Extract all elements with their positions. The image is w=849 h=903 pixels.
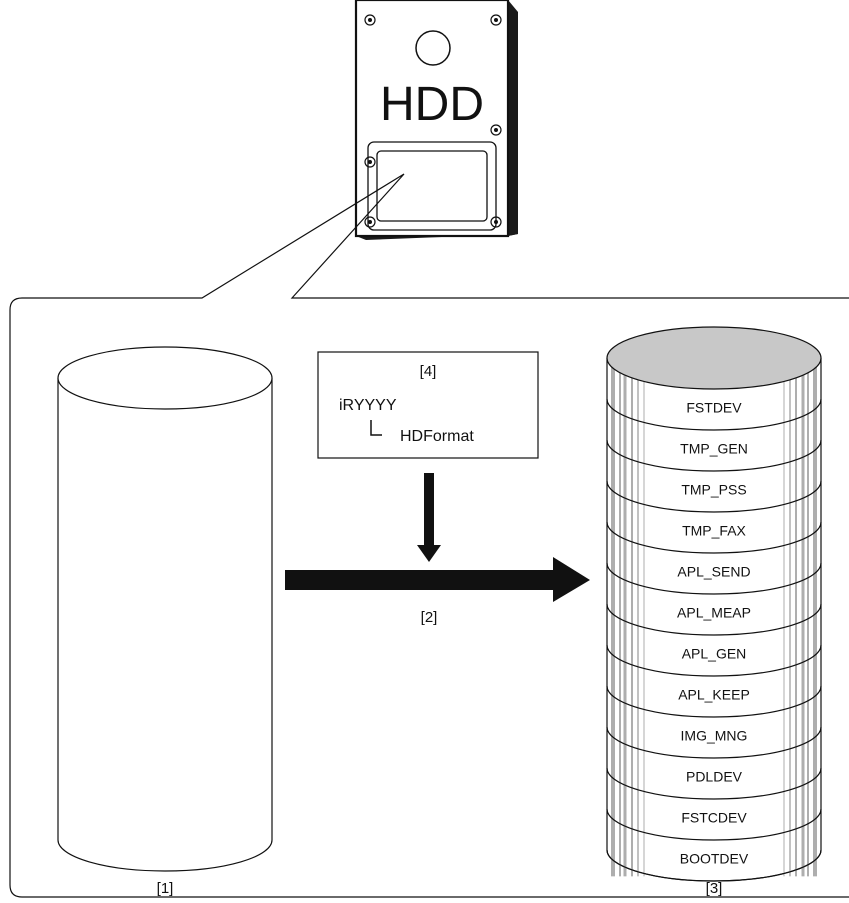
partition-label-bg <box>668 847 760 870</box>
partition-label: TMP_FAX <box>682 523 746 539</box>
partition-label: APL_MEAP <box>677 605 751 621</box>
partition-label: PDLDEV <box>686 769 743 785</box>
partition-label: FSTDEV <box>686 400 742 416</box>
down-arrow <box>417 473 441 562</box>
partition-label: TMP_GEN <box>680 441 748 457</box>
partition-label-bg <box>668 642 760 665</box>
partition-label-bg <box>668 560 760 583</box>
tool-label: [4] <box>420 363 437 380</box>
partition-separator <box>606 562 822 595</box>
partition-label-bg <box>668 519 760 542</box>
partition-label: FSTCDEV <box>681 810 747 826</box>
partition-label: IMG_MNG <box>681 728 748 744</box>
partition-separator <box>606 767 822 800</box>
partition-separator <box>606 644 822 677</box>
callout-frame <box>9 173 849 898</box>
partition-label: APL_KEEP <box>678 687 750 703</box>
partition-label-bg <box>668 806 760 829</box>
arrow-label: [2] <box>421 609 438 626</box>
partition-separator <box>606 439 822 472</box>
tool-parent-name: iRYYYY <box>339 397 397 414</box>
partition-label-bg <box>668 765 760 788</box>
tree-connector-line <box>370 420 382 436</box>
hdd-drive-illustration <box>354 0 518 240</box>
partition-label-bg <box>668 724 760 747</box>
format-arrow <box>285 557 590 602</box>
source-disk-cylinder <box>57 346 273 872</box>
partition-separator <box>606 398 822 431</box>
tool-box <box>317 351 539 459</box>
partition-label-bg <box>668 683 760 706</box>
partition-label-bg <box>668 396 760 419</box>
partition-separator <box>606 603 822 636</box>
cylinder-top-cap <box>606 326 822 390</box>
partition-label: APL_GEN <box>682 646 747 662</box>
partition-separator <box>606 808 822 841</box>
partition-label: TMP_PSS <box>681 482 746 498</box>
partition-separator <box>606 521 822 554</box>
partition-label-bg <box>668 437 760 460</box>
target-label: [3] <box>706 880 723 897</box>
partition-label-bg <box>668 601 760 624</box>
partition-separator <box>606 480 822 513</box>
hdd-label: HDD <box>380 78 484 131</box>
partition-separator <box>606 685 822 718</box>
partition-label: APL_SEND <box>677 564 750 580</box>
source-label: [1] <box>157 880 174 897</box>
cylinder-shading-stripes <box>611 358 817 877</box>
partition-label: BOOTDEV <box>680 851 749 867</box>
partition-separator <box>606 849 822 882</box>
partitioned-disk-cylinder: FSTDEV TMP_GEN TMP_PSS TMP_FAX APL_SEND APL_M… <box>606 326 822 882</box>
partition-label-bg <box>668 478 760 501</box>
partition-separator <box>606 726 822 759</box>
tool-child-name: HDFormat <box>400 428 474 445</box>
